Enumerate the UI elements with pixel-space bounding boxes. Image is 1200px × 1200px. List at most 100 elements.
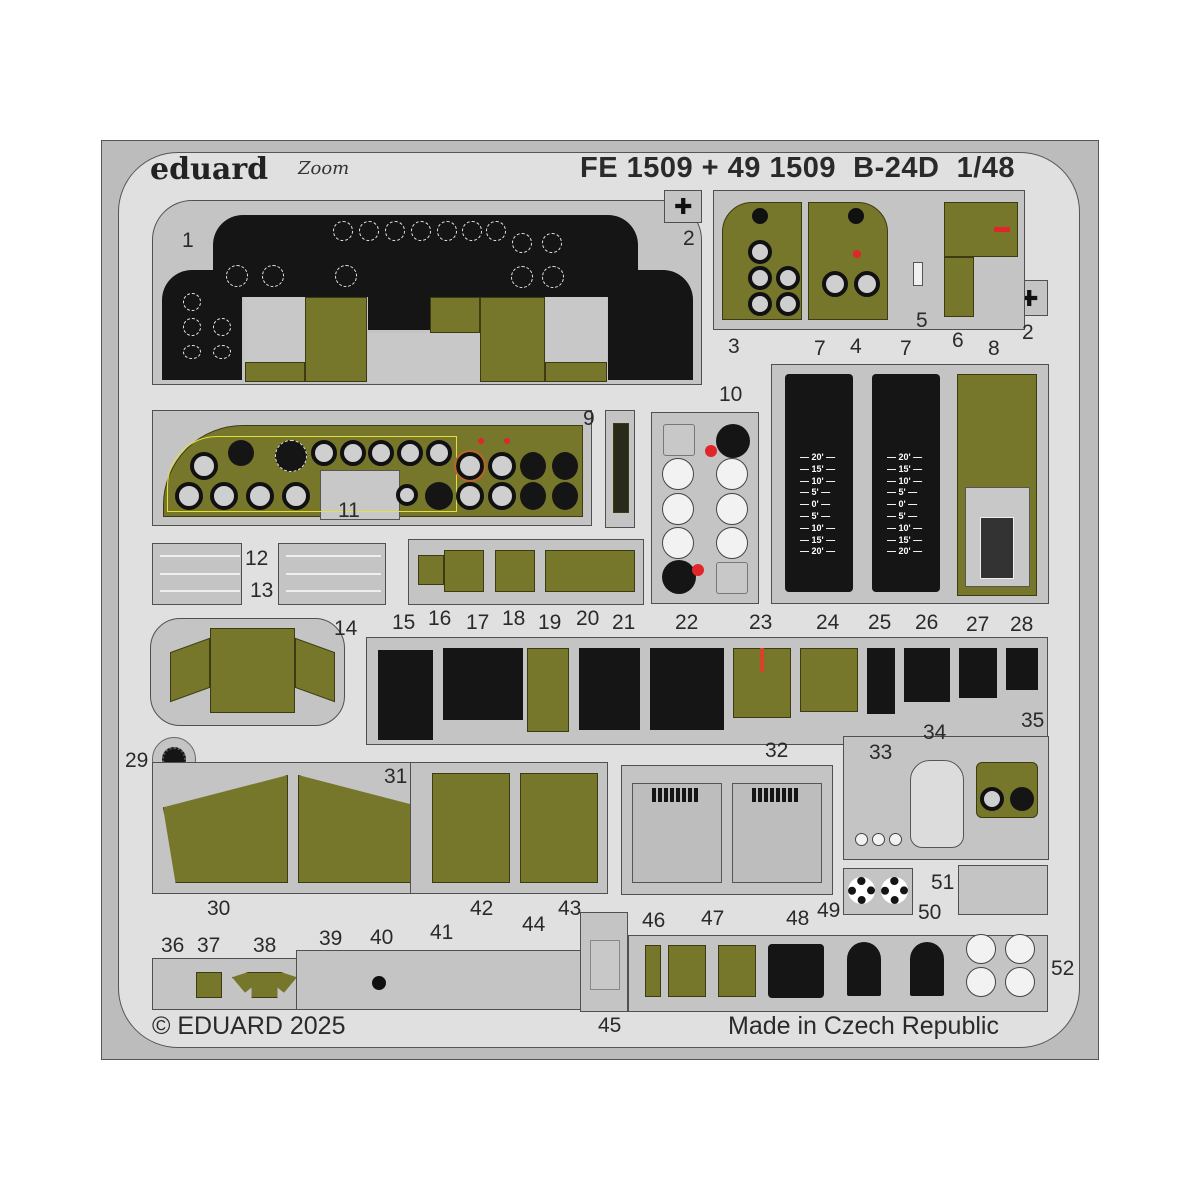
gauge-hole [456, 482, 484, 510]
part-22-box[interactable] [650, 648, 724, 730]
rudder-pedal-right[interactable] [872, 374, 940, 592]
part-17[interactable] [444, 550, 484, 592]
gauge-hole [822, 271, 848, 297]
part-40-knob[interactable] [372, 976, 386, 990]
part-number-label: 31 [384, 765, 408, 788]
gauge-hole [396, 484, 418, 506]
part-number-label: 1 [182, 229, 194, 252]
part-43-panel[interactable] [520, 773, 598, 883]
gauge-lens[interactable] [716, 527, 748, 559]
gauge-icon [226, 265, 248, 287]
gauge-icon[interactable] [716, 424, 750, 458]
rudder-scale-mark: — 5' — [887, 487, 918, 498]
part-24-plate[interactable] [800, 648, 858, 712]
part-47b-panel[interactable] [718, 945, 756, 997]
gauge-hole [210, 482, 238, 510]
gauge-icon [333, 221, 353, 241]
mounting-cross-icon[interactable]: ✚ [674, 194, 693, 219]
part-number-label: 45 [598, 1014, 622, 1037]
gauge-icon [359, 221, 379, 241]
gauge-hole [980, 787, 1004, 811]
part-52-washer[interactable] [966, 934, 996, 964]
part-number-label: 40 [370, 926, 394, 949]
part-37-placard[interactable] [196, 972, 222, 998]
rudder-scale-mark: — 10' — [800, 522, 836, 533]
part-18[interactable] [495, 550, 535, 592]
rudder-scale-mark: — 20' — [800, 546, 836, 557]
knob-icon[interactable] [848, 877, 875, 904]
part-5-lever[interactable] [913, 262, 923, 286]
part-28[interactable] [1006, 648, 1038, 690]
part-21-panel[interactable] [579, 648, 640, 730]
part-16[interactable] [418, 555, 444, 585]
rod-icon [160, 555, 240, 557]
eduard-logo: eduard [150, 152, 269, 187]
gauge-lens[interactable] [716, 493, 748, 525]
scale-label: 1/48 [956, 152, 1016, 184]
gauge-hole [776, 266, 800, 290]
part-33-knob[interactable] [855, 833, 868, 846]
part-52-washer[interactable] [1005, 934, 1035, 964]
part-number-label: 15 [392, 611, 416, 634]
part-number-label: 2 [1022, 321, 1034, 344]
gauge-icon [411, 221, 431, 241]
part-27[interactable] [959, 648, 997, 698]
part-number-label: 7 [814, 337, 826, 360]
part-48-panel[interactable] [768, 944, 824, 998]
gauge-hole [282, 482, 310, 510]
part-9-strip[interactable] [613, 423, 629, 513]
gauge-lens[interactable] [662, 458, 694, 490]
part-33-knob[interactable] [872, 833, 885, 846]
gauge-lens[interactable] [716, 458, 748, 490]
part-45[interactable] [590, 940, 620, 990]
gauge-lens[interactable] [662, 527, 694, 559]
gauge-icon [213, 318, 231, 336]
parts-36-38-frame [152, 958, 317, 1010]
gauge-hole [340, 440, 366, 466]
part-number-label: 23 [749, 611, 773, 634]
gauge-icon[interactable] [662, 560, 696, 594]
part-number-label: 27 [966, 613, 990, 636]
yellow-outline [167, 436, 457, 512]
part-42-panel[interactable] [432, 773, 510, 883]
part-19-20-21[interactable] [545, 550, 635, 592]
part-26[interactable] [904, 648, 950, 702]
part-15[interactable] [378, 650, 433, 740]
rudder-scale-mark: — 15' — [800, 534, 836, 545]
part-17-box[interactable] [443, 648, 523, 720]
part-4-panel[interactable] [808, 202, 888, 320]
rudder-pedal-left[interactable] [785, 374, 853, 592]
part-14-bombsight-panel[interactable] [210, 628, 295, 713]
part-33-knob[interactable] [889, 833, 902, 846]
main-instrument-panel-right-wing[interactable] [608, 270, 693, 380]
part-52-washer[interactable] [966, 967, 996, 997]
gauge-lens[interactable] [662, 493, 694, 525]
gauge-hole [368, 440, 394, 466]
part-46-strip[interactable] [645, 945, 661, 997]
part-50b-dial[interactable] [910, 942, 944, 996]
rudder-scale-mark: — 20' — [800, 452, 836, 462]
gauge-icon [512, 233, 532, 253]
part-number-label: 16 [428, 607, 452, 630]
part-number-label: 19 [538, 611, 562, 634]
part-number-label: 8 [988, 337, 1000, 360]
part-number-label: 35 [1021, 709, 1045, 732]
part-number-label: 25 [868, 611, 892, 634]
knob-icon[interactable] [881, 877, 908, 904]
part-number-label: 38 [253, 934, 277, 957]
gauge-hole [748, 292, 772, 316]
gauge-icon [335, 265, 357, 287]
part-52-washer[interactable] [1005, 967, 1035, 997]
rudder-scale-mark: — 10' — [800, 475, 836, 486]
rudder-scale-mark: — 15' — [800, 463, 836, 474]
product-title: FE 1509 + 49 1509 B-24D 1/48 [580, 152, 1015, 185]
gauge-icon [437, 221, 457, 241]
rod-icon [286, 590, 381, 592]
gauge-hole [175, 482, 203, 510]
part-34-tank[interactable] [910, 760, 964, 848]
part-25[interactable] [867, 648, 895, 714]
part-19-block[interactable] [527, 648, 569, 732]
part-47-panel[interactable] [668, 945, 706, 997]
indicator-light-icon [504, 438, 510, 444]
part-50-dial[interactable] [847, 942, 881, 996]
